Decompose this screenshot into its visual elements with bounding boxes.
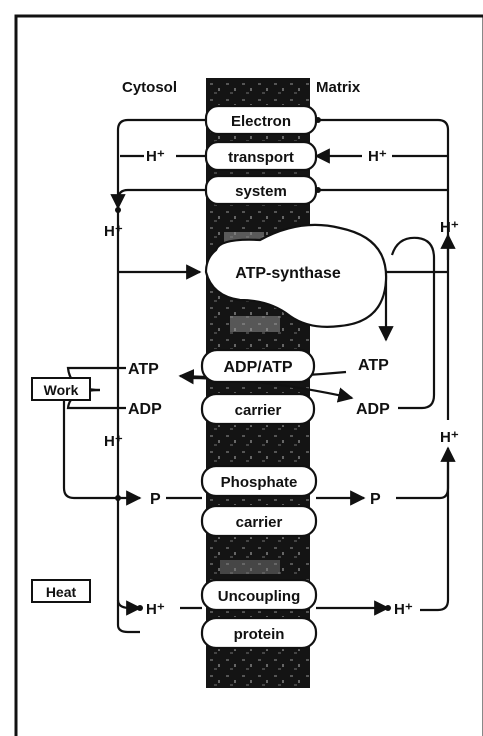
adp-atp-carrier-label-1: ADP/ATP [223,359,292,376]
atp-label-cytosol: ATP [128,361,159,378]
matrix-label: Matrix [316,79,361,96]
uncoupling-protein-label-1: Uncoupling [218,588,301,605]
adp-label-matrix: ADP [356,401,390,418]
electron-transport-label-1: Electron [231,113,291,130]
proton-label-bottom-left: H⁺ [146,601,165,618]
proton-label-left-low: H⁺ [104,433,123,450]
phosphate-carrier-label-1: Phosphate [221,474,298,491]
phosphate-label-cytosol: P [150,491,161,508]
atp-synthase-label: ATP-synthase [235,265,341,282]
adp-label-cytosol: ADP [128,401,162,418]
work-box: Work [32,378,90,400]
electron-transport-label-3: system [235,183,287,200]
heat-box: Heat [32,580,90,602]
electron-transport-label-2: transport [228,149,294,166]
heat-label: Heat [46,584,77,600]
proton-label-right-mid: H⁺ [440,219,459,236]
phosphate-carrier-label-2: carrier [236,514,283,531]
adp-atp-carrier-label-2: carrier [235,402,282,419]
atp-label-matrix: ATP [358,357,389,374]
proton-label-bottom-right: H⁺ [394,601,413,618]
electron-transport-system: Electron transport system [206,106,316,204]
cytosol-label: Cytosol [122,79,177,96]
proton-label-right-top: H⁺ [368,148,387,165]
proton-label-right-low: H⁺ [440,429,459,446]
work-label: Work [44,382,79,398]
proton-label-left-top: H⁺ [146,148,165,165]
proton-label-left-mid: H⁺ [104,223,123,240]
phosphate-label-matrix: P [370,491,381,508]
uncoupling-protein-label-2: protein [234,626,285,643]
